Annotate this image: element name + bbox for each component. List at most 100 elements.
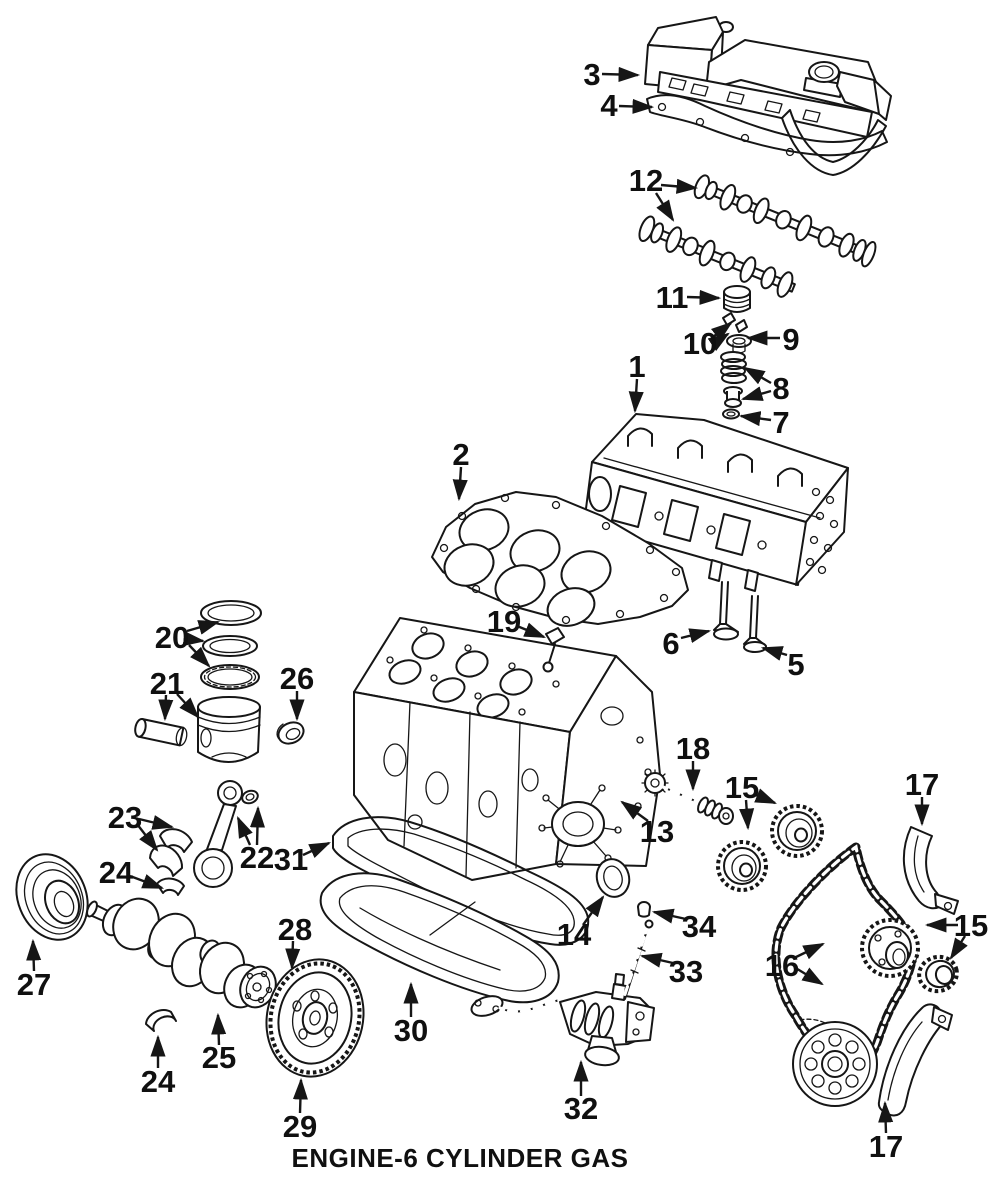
callout-layer: 1234567891011121314151516171718192021222… (17, 57, 988, 1164)
callout-26-28: 26 (280, 661, 314, 696)
callout-4-3: 4 (600, 88, 618, 123)
leader-line-3-2 (601, 66, 641, 83)
callout-6-5: 6 (662, 626, 679, 661)
leader-line-34-36 (651, 908, 687, 924)
leader-line-10-9 (707, 332, 730, 352)
callout-7-6: 7 (772, 405, 789, 440)
leader-line-12-11 (660, 178, 699, 194)
flywheel (265, 958, 365, 1078)
callout-13-12: 13 (640, 814, 674, 849)
callout-19-20: 19 (487, 604, 521, 639)
callout-25-27: 25 (202, 1040, 236, 1075)
callout-8-7: 8 (772, 371, 789, 406)
small-seal (276, 721, 305, 745)
callout-31-33: 31 (274, 842, 308, 877)
leader-line-14-13 (582, 895, 605, 926)
callout-21-22: 21 (150, 666, 184, 701)
callout-17-18: 17 (869, 1129, 903, 1164)
head-gasket (431, 491, 689, 627)
leader-line-33-35 (639, 952, 674, 968)
cam-sprocket-right (770, 804, 824, 858)
thrust-washer-lower (145, 1008, 177, 1032)
leader-line-2-1 (452, 466, 468, 502)
callout-34-36: 34 (682, 909, 717, 944)
cylinder-head (583, 413, 849, 592)
leader-line-20-21 (188, 644, 211, 668)
piston (197, 696, 261, 763)
camshaft-upper (693, 174, 877, 268)
callout-17-17: 17 (905, 767, 939, 802)
valve-keepers (722, 312, 748, 333)
callout-27-29: 27 (17, 967, 51, 1002)
piston-pin (134, 717, 188, 747)
leader-line-8-7 (740, 386, 772, 401)
leader-line-19-20 (516, 622, 547, 639)
valve-spring (720, 351, 747, 384)
callout-2-1: 2 (452, 437, 469, 472)
leader-line-17-18 (878, 1100, 894, 1134)
leader-line-22-23 (249, 805, 266, 846)
leader-line-15-14 (739, 799, 755, 831)
callout-10-9: 10 (683, 326, 717, 361)
callout-16-16: 16 (765, 948, 799, 983)
exhaust-valve (713, 581, 739, 641)
valve-cover (644, 16, 892, 176)
crank-sprocket-ring (917, 954, 959, 994)
callout-11-10: 11 (656, 280, 689, 315)
sensor (542, 627, 565, 673)
valve-stem-seal (723, 386, 743, 408)
camshaft-lower (638, 215, 796, 298)
leader-line-21-22 (158, 694, 174, 722)
main-bearings (149, 828, 193, 877)
engine-block (353, 617, 661, 881)
chain-guide-upper (902, 826, 959, 915)
leader-line-27-29 (26, 938, 42, 972)
callout-24-25: 24 (99, 855, 134, 890)
intake-valve (743, 595, 767, 653)
spring-seat (722, 408, 740, 420)
rod-bushing (241, 789, 259, 805)
callout-28-30: 28 (278, 912, 312, 947)
connecting-rod (193, 780, 243, 888)
pump-drive-gear (641, 769, 734, 825)
piston-rings (200, 600, 262, 690)
callout-33-35: 33 (669, 954, 703, 989)
leader-line-7-6 (738, 411, 772, 427)
spring-retainer (726, 334, 752, 354)
leader-line-29-31 (292, 1077, 308, 1114)
callout-15-14: 15 (725, 770, 759, 805)
valve-cover-gasket (646, 94, 888, 157)
leader-line-20-21 (182, 631, 206, 647)
leader-line-21-22 (176, 693, 200, 719)
leader-line-20-21 (186, 620, 221, 635)
callout-12-11: 12 (629, 163, 663, 198)
leader-line-15-15 (949, 935, 968, 960)
callout-22-23: 22 (240, 840, 274, 875)
leader-line-15-14 (754, 788, 777, 805)
crank-hub (792, 1021, 878, 1107)
leader-line-23-24 (138, 815, 175, 830)
leader-line-6-5 (680, 628, 712, 644)
leader-line-8-7 (743, 366, 772, 385)
leader-line-5-4 (760, 646, 788, 661)
chain-guide-lower (877, 1003, 953, 1117)
callout-5-4: 5 (787, 647, 804, 682)
leader-line-22-23 (236, 816, 253, 846)
leader-line-13-12 (620, 800, 649, 822)
valve-lifter (723, 285, 751, 313)
seal-ring (595, 858, 631, 898)
leader-line-1-0 (628, 378, 644, 414)
cam-sprocket-left (716, 840, 768, 892)
idler-sprocket-cluster (860, 918, 920, 978)
leader-line-23-24 (136, 823, 159, 852)
leader-line-25-27 (211, 1012, 227, 1046)
shaft-cap (637, 901, 651, 918)
callout-15-15: 15 (954, 908, 988, 943)
oil-pan (319, 872, 560, 1004)
callout-32-34: 32 (564, 1091, 598, 1126)
callout-23-24: 23 (108, 800, 142, 835)
leader-line-11-10 (686, 289, 722, 305)
callout-29-31: 29 (283, 1109, 317, 1144)
